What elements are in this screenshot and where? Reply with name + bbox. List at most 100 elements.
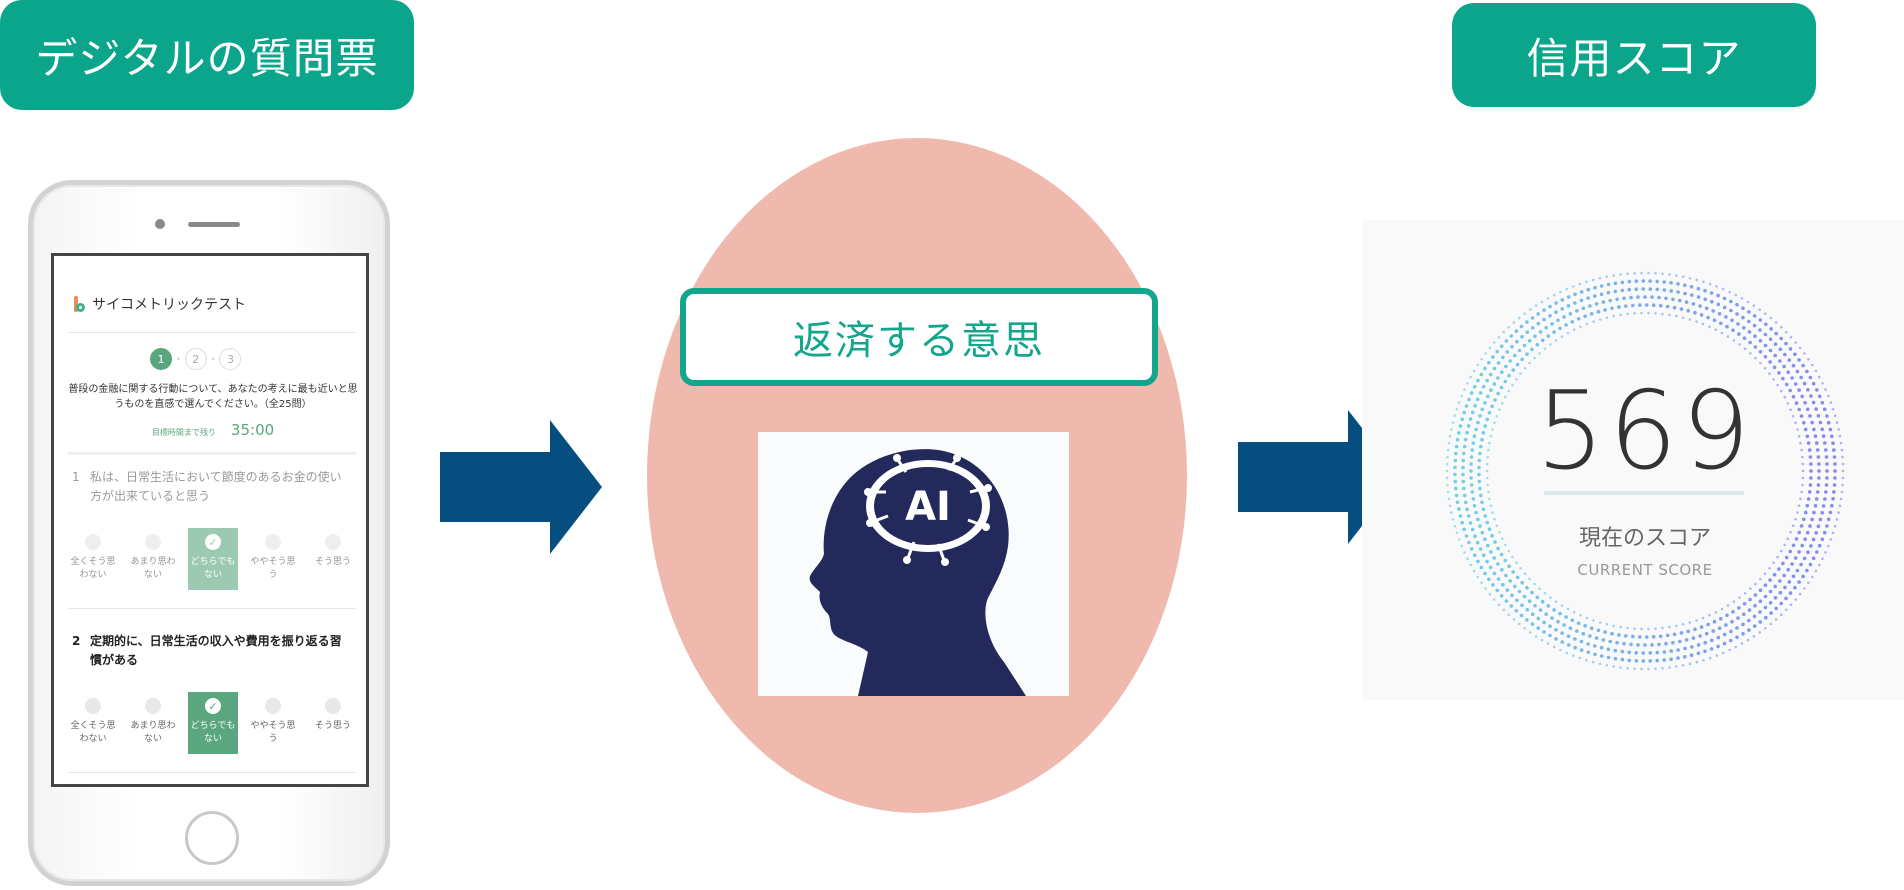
score-ring-dot <box>1809 544 1813 548</box>
ai-text: AI <box>905 484 951 530</box>
score-ring-dot <box>1520 580 1524 585</box>
score-ring-dot <box>1517 622 1521 626</box>
score-ring-dot <box>1812 510 1816 515</box>
option-neutral[interactable]: ✓どちらでもない <box>188 692 238 754</box>
option-agree[interactable]: ややそう思う <box>248 692 298 754</box>
score-ring-dot <box>1469 483 1474 487</box>
score-ring-dot <box>1462 444 1467 449</box>
score-ring-dot <box>1641 279 1646 283</box>
score-ring-dot <box>1668 273 1671 276</box>
score-ring-dot <box>1579 290 1584 294</box>
option-agree[interactable]: ややそう思う <box>248 528 298 590</box>
ai-head-image: AI <box>758 432 1069 696</box>
score-ring-dot <box>1501 355 1505 360</box>
score-ring-dot <box>1825 524 1829 528</box>
score-ring-dot <box>1608 639 1612 644</box>
option-disagree[interactable]: あまり思わない <box>128 692 178 754</box>
score-ring-dot <box>1488 346 1492 350</box>
score-ring-dot <box>1676 656 1680 660</box>
score-ring-dot <box>1729 308 1733 313</box>
score-ring-dot <box>1472 504 1477 508</box>
score-ring-dot <box>1643 643 1647 647</box>
score-ring-dot <box>1695 320 1698 323</box>
score-ring-dot <box>1671 640 1675 645</box>
check-icon: ✓ <box>205 698 221 714</box>
score-ring-dot <box>1493 421 1496 425</box>
score-ring-dot <box>1493 517 1496 521</box>
option-neutral[interactable]: ✓どちらでもない <box>188 528 238 590</box>
score-ring-dot <box>1530 347 1534 352</box>
score-ring-dot <box>1622 296 1626 301</box>
score-ring-dot <box>1654 667 1657 670</box>
option-strongly-disagree[interactable]: 全くそう思わない <box>68 692 118 754</box>
score-ring-dot <box>1591 278 1595 282</box>
smartphone-mockup: サイコメトリックテスト 1 • 2 • 3 普段の金融に関する行動について、あな… <box>28 180 390 886</box>
score-ring-dot <box>1493 398 1497 402</box>
score-ring-dot <box>1696 286 1701 291</box>
score-ring-dot <box>1801 476 1805 480</box>
score-ring-dot <box>1747 608 1752 612</box>
score-ring-dot <box>1773 342 1778 346</box>
score-ring-dot <box>1794 341 1797 344</box>
score-ring-dot <box>1530 612 1535 616</box>
step-3[interactable]: 3 <box>219 348 242 370</box>
score-ring-dot <box>1768 567 1771 570</box>
score-ring-dot <box>1463 388 1466 391</box>
option-strongly-agree[interactable]: そう思う <box>308 528 358 590</box>
score-ring-dot <box>1542 308 1546 312</box>
score-ring-dot <box>1558 326 1562 331</box>
score-ring-dot <box>1797 504 1801 507</box>
option-strongly-disagree[interactable]: 全くそう思わない <box>68 528 118 590</box>
score-ring-dot <box>1803 510 1808 515</box>
score-ring-dot <box>1778 579 1782 583</box>
score-ring-dot <box>1693 627 1697 632</box>
score-ring-dot <box>1480 437 1484 442</box>
score-ring-dot <box>1702 280 1705 284</box>
score-ring-dot <box>1668 313 1671 317</box>
score-ring-dot <box>1488 565 1493 570</box>
score-ring-dot <box>1576 621 1581 625</box>
score-ring-dot <box>1655 658 1659 663</box>
score-ring-dot <box>1454 451 1458 456</box>
score-ring-dot <box>1796 428 1799 431</box>
score-ring-dot <box>1548 633 1552 638</box>
score-ring-dot <box>1627 658 1632 663</box>
score-ring-dot <box>1746 300 1750 304</box>
score-ring-dot <box>1824 388 1827 391</box>
score-ring-dot <box>1560 631 1564 635</box>
score-ring-dot <box>1502 608 1506 612</box>
score-ring-dot <box>1554 628 1558 632</box>
score-ring-dot <box>1793 382 1798 386</box>
score-ring-dot <box>1683 646 1687 651</box>
score-ring-dot <box>1714 328 1718 331</box>
score-ring-dot <box>1708 613 1711 617</box>
step-2[interactable]: 2 <box>184 348 207 370</box>
score-ring-dot <box>1786 370 1790 374</box>
score-ring-dot <box>1447 441 1451 445</box>
score-ring-dot <box>1486 394 1490 399</box>
score-ring-dot <box>1691 636 1696 640</box>
score-ring-dot <box>1448 504 1452 508</box>
score-ring-dot <box>1758 588 1763 592</box>
score-ring-dot <box>1791 543 1796 548</box>
right-arrow-icon <box>440 420 602 554</box>
score-ring-dot <box>1820 427 1824 432</box>
option-disagree[interactable]: あまり思わない <box>128 528 178 590</box>
score-ring-dot <box>1469 563 1472 567</box>
score-ring-dot <box>1487 490 1490 494</box>
score-ring-dot <box>1467 540 1471 545</box>
score-ring-dot <box>1709 291 1714 295</box>
option-strongly-agree[interactable]: そう思う <box>308 692 358 754</box>
score-ring-dot <box>1689 285 1694 289</box>
score-ring-dot <box>1693 310 1697 315</box>
radio-icon <box>325 534 341 550</box>
score-ring-dot <box>1536 321 1541 326</box>
score-ring-dot <box>1741 306 1745 310</box>
score-ring-dot <box>1708 282 1712 286</box>
step-1[interactable]: 1 <box>150 348 172 370</box>
score-ring-dot <box>1701 322 1705 326</box>
score-ring-dot <box>1807 490 1812 494</box>
score-ring-dot <box>1747 319 1751 324</box>
score-ring-dot <box>1540 300 1544 304</box>
score-ring-dot <box>1676 290 1680 294</box>
